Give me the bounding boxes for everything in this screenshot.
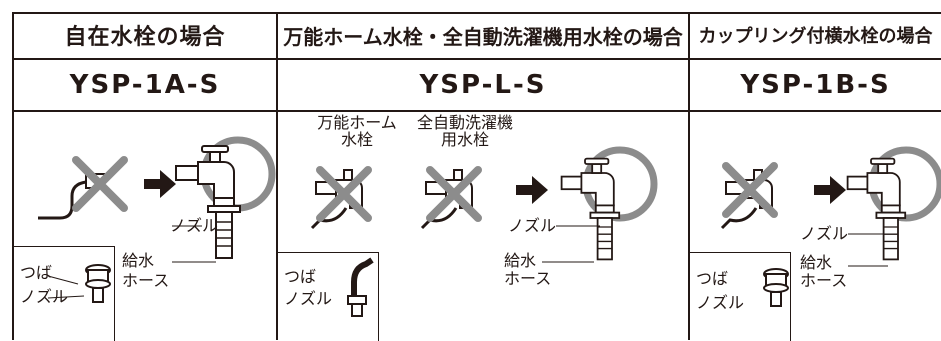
header-free-faucet: 自在水栓の場合 — [64, 25, 226, 50]
table-border-left — [12, 12, 14, 340]
header-coupling-faucet: カップリング付横水栓の場合 — [698, 26, 933, 47]
col2-faucet-a-label-1: 万能ホーム — [317, 113, 397, 132]
col3-right-arrow-icon — [814, 176, 846, 204]
col3-crossed-faucet — [720, 166, 774, 230]
col3-tsuba-label: つば — [696, 269, 729, 288]
col1-ok-faucet — [175, 140, 272, 259]
compatibility-table: 自在水栓の場合 万能ホーム水栓・全自動洗濯機用水栓の場合 カップリング付横水栓の… — [12, 12, 941, 341]
col1-nozzle-label: ノズル — [170, 216, 219, 235]
column-divider-1 — [276, 12, 278, 340]
col2-ok-faucet — [560, 150, 654, 261]
model-ysp-l-s: YSP-L-S — [419, 70, 547, 100]
inset-box-col1 — [14, 246, 115, 341]
col1-crossed-faucet — [38, 160, 124, 220]
col2-faucet-b-label-2: 用水栓 — [440, 130, 489, 149]
col3-inset-nozzle-label: ノズル — [696, 293, 745, 312]
header-divider — [12, 58, 941, 60]
header-universal-faucet: 万能ホーム水栓・全自動洗濯機用水栓の場合 — [283, 24, 683, 49]
col2-faucet-b-label-1: 全自動洗濯機 — [416, 113, 513, 132]
col3-ok-faucet — [846, 150, 940, 261]
col3-inset-tsuba-part — [763, 268, 789, 307]
col2-crossed-faucet-b — [420, 170, 478, 230]
col2-crossed-faucet-a — [310, 170, 368, 230]
col2-nozzle-label: ノズル — [508, 216, 557, 235]
col1-tsuba-label: つば — [20, 263, 53, 282]
model-ysp-1a-s: YSP-1A-S — [69, 70, 221, 100]
inset-box-col3 — [690, 252, 791, 341]
column-divider-2 — [688, 12, 690, 340]
model-divider — [12, 110, 941, 112]
col2-inset-nozzle-label: ノズル — [284, 289, 333, 308]
col2-tsuba-label: つば — [284, 267, 317, 286]
col3-nozzle-label: ノズル — [800, 224, 849, 243]
col1-hose-label-2: ホース — [122, 271, 170, 290]
model-ysp-1b-s: YSP-1B-S — [740, 70, 891, 100]
table-border-top — [12, 12, 941, 14]
col2-hose-label-2: ホース — [504, 269, 552, 288]
col3-hose-label-2: ホース — [800, 271, 848, 290]
col1-inset-tsuba-part — [85, 264, 111, 303]
inset-box-col2 — [278, 252, 379, 341]
col2-faucet-a-label-2: 水栓 — [340, 130, 373, 149]
col2-right-arrow-icon — [516, 176, 548, 204]
col1-right-arrow-icon — [144, 170, 176, 198]
col2-hose-label-1: 給水 — [504, 251, 537, 270]
col1-inset-nozzle-label: ノズル — [20, 287, 69, 306]
col2-inset-elbow-part — [347, 257, 374, 317]
illustrations — [38, 12, 941, 317]
col3-hose-label-1: 給水 — [800, 253, 833, 272]
col1-hose-label-1: 給水 — [122, 251, 155, 270]
